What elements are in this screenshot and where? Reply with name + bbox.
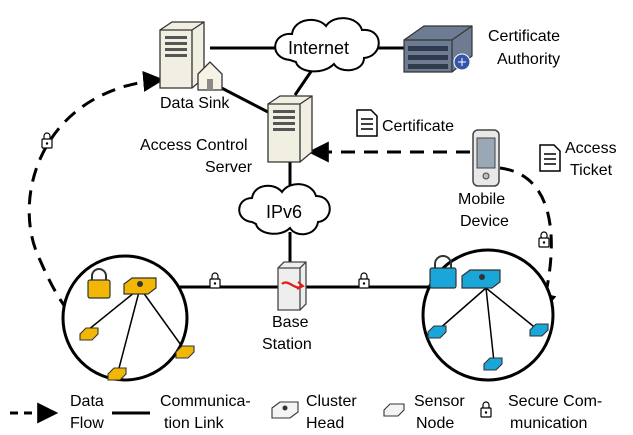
acs-label-line1: Access Control: [140, 137, 248, 154]
base-station-label-line2: Station: [262, 336, 312, 353]
sensor-node-icon: [427, 325, 447, 339]
legend-secure-comm-line1: Secure Com-: [508, 393, 602, 410]
certificate-document-icon: [356, 109, 378, 137]
padlock-icon: [358, 272, 370, 289]
legend-sensor-node-line2: Node: [416, 415, 454, 432]
certificate-authority-rack-icon: [403, 25, 473, 73]
padlock-icon: [87, 268, 111, 299]
legend-secure-comm-line2: munication: [510, 415, 587, 432]
access-ticket-label-line2: Ticket: [570, 162, 613, 179]
padlock-icon: [538, 231, 550, 248]
legend-data-flow-line1: Data: [70, 393, 104, 410]
ca-label-line1: Certificate: [488, 28, 560, 45]
internet-cloud-icon: [274, 17, 380, 73]
legend-comm-link-line2: tion Link: [164, 415, 225, 432]
base-station-label-line1: Base: [272, 314, 309, 331]
padlock-icon: [209, 272, 221, 289]
ipv6-label: IPv6: [266, 202, 302, 222]
padlock-icon: [480, 401, 492, 418]
left-cluster: [61, 254, 195, 382]
sensor-node-icon: [175, 345, 195, 359]
data-sink-label: Data Sink: [160, 95, 230, 112]
legend-sensor-node-line1: Sensor: [414, 393, 465, 410]
ipv6-cloud-icon: [238, 183, 331, 236]
sensor-node-icon: [107, 367, 127, 381]
link-acs-internet: [293, 69, 314, 96]
acs-label-line2: Server: [205, 159, 253, 176]
access-ticket-document-icon: [539, 144, 561, 172]
right-cluster: [421, 248, 555, 382]
legend-data-flow-line2: Flow: [70, 415, 104, 432]
legend-cluster-head-line1: Cluster: [306, 393, 357, 410]
sensor-node-icon: [529, 323, 549, 337]
access-ticket-label-line1: Access: [565, 140, 617, 157]
padlock-icon: [41, 132, 53, 149]
sensor-node-icon: [79, 327, 99, 341]
internet-label: Internet: [288, 38, 349, 58]
ca-label-line2: Authority: [497, 51, 560, 68]
sensor-node-icon: [483, 357, 503, 371]
sensor-node-icon: [383, 403, 405, 417]
access-control-server-icon: [267, 95, 313, 163]
padlock-icon: [429, 255, 457, 289]
legend-cluster-head-line2: Head: [306, 415, 344, 432]
mobile-phone-icon: [472, 129, 500, 187]
mobile-label-line1: Mobile: [458, 191, 505, 208]
legend-comm-link-line1: Communica-: [160, 393, 251, 410]
home-icon: [197, 61, 223, 91]
left-cluster-boundary: [61, 254, 189, 382]
legend: Data Flow Communica- tion Link Cluster H…: [10, 393, 602, 432]
cluster-head-icon: [123, 277, 157, 295]
base-station-icon: [277, 261, 307, 311]
mobile-label-line2: Device: [460, 213, 509, 230]
certificate-label: Certificate: [382, 118, 454, 135]
cluster-head-icon: [461, 269, 501, 289]
cluster-head-icon: [271, 401, 299, 419]
